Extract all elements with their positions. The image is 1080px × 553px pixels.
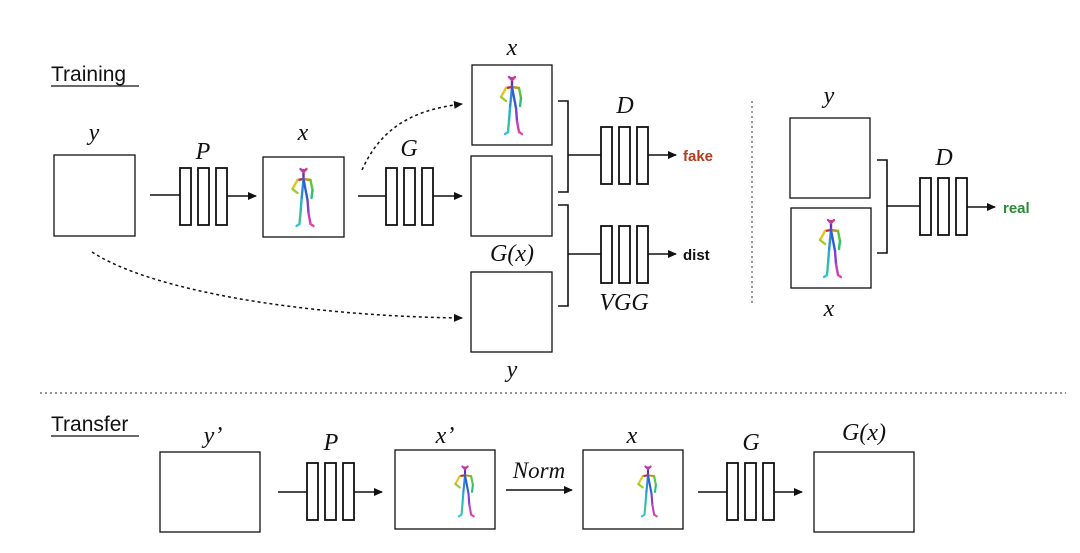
source-photo-y-prime bbox=[159, 451, 261, 533]
network-D-real bbox=[919, 177, 968, 236]
label-y-prime: y’ bbox=[202, 423, 223, 449]
label-VGG: VGG bbox=[599, 290, 648, 316]
network-G-training bbox=[385, 167, 434, 226]
label-G-training: G bbox=[400, 136, 417, 162]
label-x-top: x bbox=[506, 35, 518, 61]
label-x-transfer: x bbox=[626, 423, 638, 449]
real-photo-y-right bbox=[789, 117, 871, 199]
output-fake: fake bbox=[683, 148, 713, 165]
label-x-middle: x bbox=[297, 120, 309, 146]
label-y-real: y bbox=[822, 83, 835, 109]
dotted-arrow-y-to-bottom bbox=[91, 251, 463, 322]
output-photo-Gx bbox=[813, 451, 915, 533]
output-real: real bbox=[1003, 200, 1030, 217]
training-title: Training bbox=[51, 63, 126, 86]
label-D-real: D bbox=[934, 145, 952, 171]
pose-skeleton-right bbox=[790, 207, 872, 289]
pose-skeleton-x-prime bbox=[394, 449, 496, 530]
label-x-real: x bbox=[823, 296, 835, 322]
pose-skeleton-top bbox=[471, 64, 553, 146]
network-G-transfer bbox=[726, 462, 775, 521]
label-D-training: D bbox=[615, 93, 633, 119]
bracket-D-training bbox=[558, 100, 601, 193]
network-P-transfer bbox=[306, 462, 355, 521]
transfer-section: Transfer y’ P x’ Norm x bbox=[51, 413, 915, 533]
label-x-prime: x’ bbox=[435, 423, 455, 449]
label-y-bottom: y bbox=[505, 357, 518, 383]
pose-skeleton-x bbox=[262, 156, 345, 238]
label-P-training: P bbox=[195, 139, 211, 165]
bracket-VGG bbox=[558, 204, 601, 307]
network-VGG bbox=[600, 225, 649, 284]
pose-skeleton-normalized bbox=[582, 449, 684, 530]
network-P-training bbox=[179, 167, 228, 226]
label-norm: Norm bbox=[512, 458, 565, 483]
input-photo-y bbox=[53, 154, 136, 237]
label-G-transfer: G bbox=[742, 430, 759, 456]
transfer-title: Transfer bbox=[51, 413, 128, 436]
generated-photo-Gx bbox=[470, 155, 553, 237]
label-Gx-training: G(x) bbox=[490, 241, 534, 267]
output-dist: dist bbox=[683, 247, 710, 264]
real-photo-y-bottom bbox=[470, 271, 553, 353]
training-section: Training y P x G bbox=[51, 35, 1030, 383]
bracket-D-real bbox=[877, 159, 920, 254]
network-D-training bbox=[600, 126, 649, 185]
label-y-input: y bbox=[87, 120, 100, 146]
dotted-arrow-x-to-top bbox=[361, 100, 463, 171]
label-P-transfer: P bbox=[323, 430, 339, 456]
label-Gx-transfer: G(x) bbox=[842, 420, 886, 446]
